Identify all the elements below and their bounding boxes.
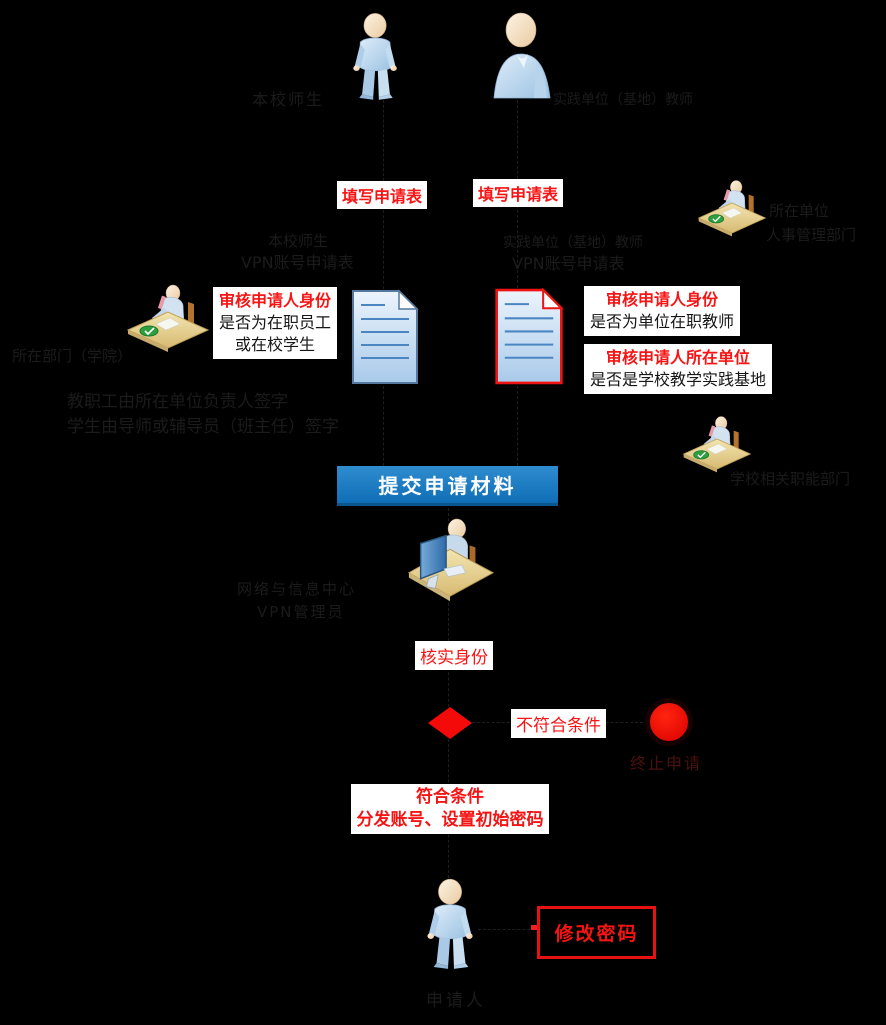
applicant-right-label: 实践单位（基地）教师	[553, 92, 693, 108]
flow-line-right-1	[517, 100, 518, 179]
change-password-box: 修改密码	[537, 906, 656, 959]
fill-form-left-label: 填写申请表	[337, 181, 428, 209]
review-left-line3: 或在校学生	[235, 335, 316, 354]
doc-right-caption-1: 实践单位（基地）教师	[503, 235, 643, 251]
decision-diamond	[428, 707, 472, 739]
school-dept-reviewer-desk-icon	[682, 416, 752, 473]
review-right1-box: 审核申请人身份 是否为单位在职教师	[584, 286, 741, 336]
unit-hr-label-line1: 所在单位	[769, 202, 830, 220]
submit-materials-banner: 提交申请材料	[337, 466, 558, 506]
unit-hr-label-line2: 人事管理部门	[766, 226, 857, 244]
unit-hr-reviewer-desk-icon	[697, 180, 767, 237]
flow-line-left-1	[383, 100, 384, 181]
application-form-left-icon	[352, 289, 419, 384]
final-user-person-icon	[427, 878, 473, 969]
review-left-line2: 是否为在职员工	[219, 313, 332, 332]
flow-line-left-3	[383, 386, 384, 466]
review-right2-box: 审核申请人所在单位 是否是学校教学实践基地	[584, 344, 773, 394]
review-right1-line2: 是否为单位在职教师	[590, 312, 735, 331]
flow-line-password	[478, 929, 535, 930]
doc-left-caption-1: 本校师生	[268, 232, 329, 250]
review-right2-line2: 是否是学校教学实践基地	[590, 370, 767, 389]
qualified-box: 符合条件 分发账号、设置初始密码	[351, 784, 549, 834]
verify-identity-label: 核实身份	[415, 641, 493, 670]
flow-line-mid-2	[448, 667, 449, 707]
terminate-label: 终止申请	[630, 754, 703, 773]
qualified-line1: 符合条件	[416, 787, 484, 807]
flow-line-right-3	[517, 386, 518, 466]
applicant-right-person-icon	[493, 12, 551, 99]
qualified-line2: 分发账号、设置初始密码	[356, 810, 544, 830]
terminate-end-node	[645, 698, 693, 746]
fill-form-right-label: 填写申请表	[473, 179, 564, 207]
sign-note-line1: 教职工由所在单位负责人签字	[67, 392, 288, 412]
doc-left-caption-2: VPN账号申请表	[241, 253, 354, 272]
flow-line-left-2	[383, 205, 384, 289]
vpn-admin-computer-icon	[407, 518, 495, 602]
flow-line-right-2	[517, 205, 518, 288]
not-qualified-label: 不符合条件	[511, 709, 606, 738]
review-left-box: 审核申请人身份 是否为在职员工 或在校学生	[213, 287, 338, 359]
application-form-right-icon	[495, 288, 564, 385]
department-reviewer-desk-icon	[126, 284, 210, 352]
sign-note-line2: 学生由导师或辅导员（班主任）签字	[67, 417, 339, 437]
school-dept-reviewer-label: 学校相关职能部门	[730, 470, 851, 488]
review-left-title: 审核申请人身份	[219, 291, 332, 310]
final-user-label: 申请人	[426, 991, 486, 1011]
applicant-left-label: 本校师生	[252, 90, 325, 109]
connector-red-dash	[531, 925, 538, 930]
department-reviewer-label: 所在部门（学院）	[12, 347, 133, 365]
verifier-label-line1: 网络与信息中心	[237, 580, 357, 598]
review-right2-title: 审核申请人所在单位	[606, 348, 751, 367]
doc-right-caption-2: VPN账号申请表	[512, 254, 625, 273]
review-right1-title: 审核申请人身份	[606, 290, 719, 309]
applicant-left-person-icon	[353, 13, 397, 100]
verifier-label-line2: VPN管理员	[257, 603, 345, 621]
